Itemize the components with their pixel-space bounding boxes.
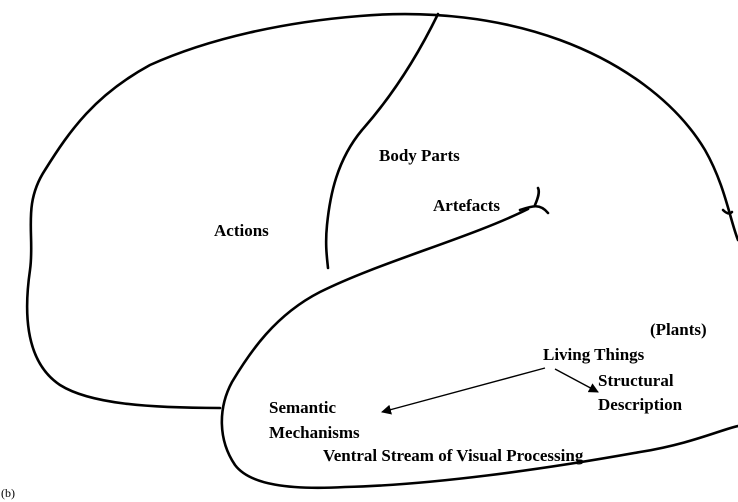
label-living-things: Living Things	[543, 345, 645, 364]
panel-label: (b)	[1, 486, 15, 500]
label-artefacts: Artefacts	[433, 196, 501, 215]
label-semantic: Semantic	[269, 398, 337, 417]
brain-outline	[25, 12, 738, 410]
label-description: Description	[598, 395, 683, 414]
label-plants: (Plants)	[650, 320, 707, 339]
label-ventral-stream: Ventral Stream of Visual Processing	[323, 446, 584, 465]
label-actions: Actions	[214, 221, 269, 240]
right-edge-mark	[721, 208, 734, 215]
label-structural: Structural	[598, 371, 674, 390]
label-body-parts: Body Parts	[379, 146, 460, 165]
arrow-to-structural	[554, 368, 599, 393]
label-mechanisms: Mechanisms	[269, 423, 360, 442]
sylvian-fissure	[220, 207, 738, 490]
central-sulcus	[324, 12, 440, 270]
artefacts-sulcus	[518, 186, 550, 215]
arrow-to-semantic	[381, 367, 546, 415]
